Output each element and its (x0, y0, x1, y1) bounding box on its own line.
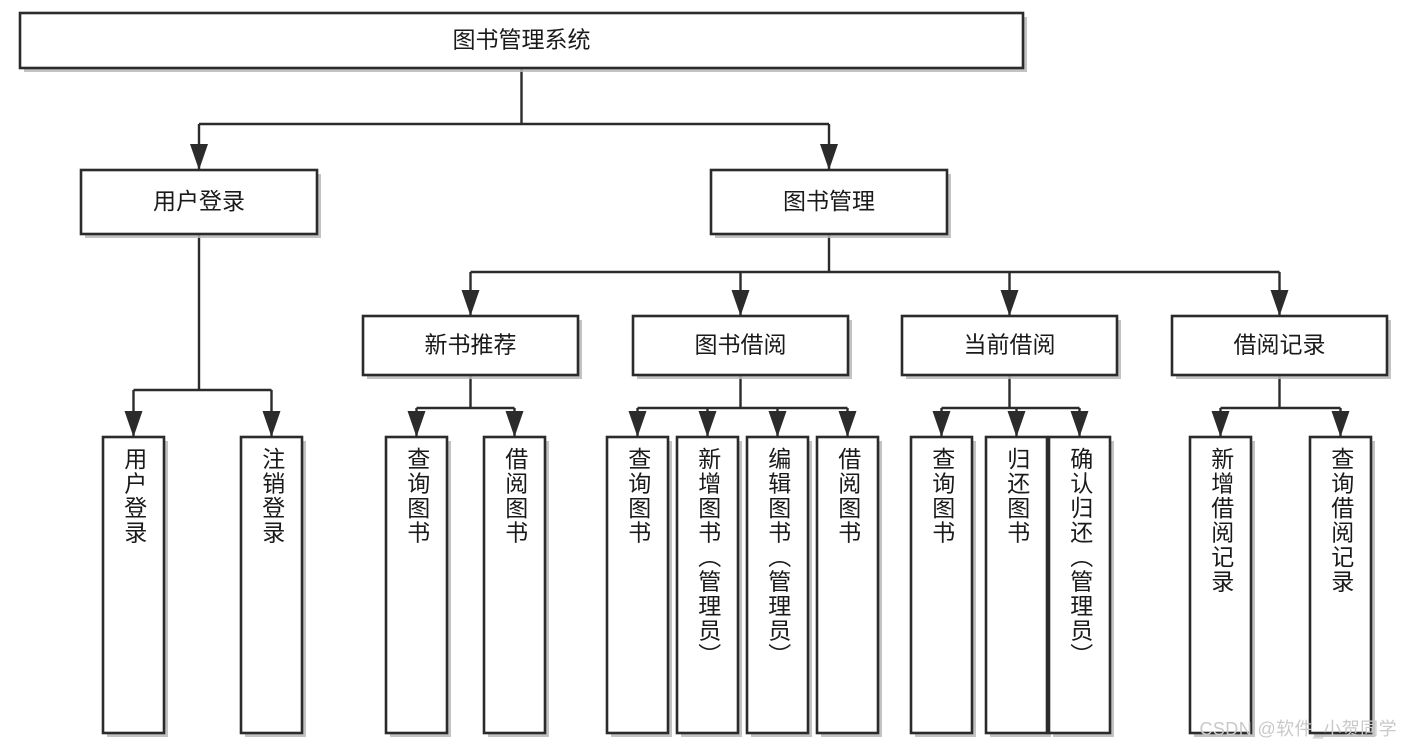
node-leaf-borrow-book-1[interactable] (482, 435, 547, 735)
node-leaf-confirm-return[interactable] (1047, 435, 1112, 735)
book-borrow-to-leaves-arrow-0 (628, 411, 647, 437)
node-label-book-management: 图书管理 (783, 188, 875, 214)
root-to-l2-arrow-0 (190, 144, 208, 170)
borrow-record-to-leaves-arrow-1 (1331, 411, 1350, 437)
bm-to-l3-arrow-1 (731, 290, 750, 316)
node-leaf-query-book-2[interactable] (605, 435, 670, 735)
current-borrow-to-leaves-arrow-1 (1007, 411, 1026, 437)
bm-to-l3-arrow-0 (461, 290, 480, 316)
node-leaf-query-record[interactable] (1308, 435, 1373, 735)
node-leaf-add-book[interactable] (675, 435, 740, 735)
bm-to-l3-arrow-2 (1000, 290, 1019, 316)
node-leaf-user-login[interactable] (101, 435, 166, 735)
node-label-user-login: 用户登录 (153, 188, 245, 214)
node-leaf-query-book-1[interactable] (384, 435, 449, 735)
nodes-layer (18, 11, 1391, 737)
node-current-borrow[interactable] (900, 314, 1119, 377)
node-user-login[interactable] (79, 168, 319, 236)
csdn-watermark: CSDN @软件_小贺同学 (1199, 719, 1397, 739)
node-label-current-borrow: 当前借阅 (964, 332, 1056, 358)
node-book-borrow[interactable] (631, 314, 850, 377)
bm-to-l3-arrow-3 (1270, 290, 1289, 316)
root-to-l2-arrow-1 (820, 144, 838, 170)
new-book-recommend-to-leaves-arrow-0 (407, 411, 426, 437)
borrow-record-to-leaves-arrow-0 (1211, 411, 1230, 437)
book-borrow-to-leaves-arrow-2 (768, 411, 787, 437)
book-borrow-to-leaves-arrow-1 (698, 411, 717, 437)
node-leaf-edit-book[interactable] (745, 435, 810, 735)
new-book-recommend-to-leaves-arrow-1 (505, 411, 524, 437)
current-borrow-to-leaves-arrow-0 (932, 411, 951, 437)
node-label-root: 图书管理系统 (453, 27, 591, 53)
node-leaf-logout-login[interactable] (239, 435, 304, 735)
node-borrow-record[interactable] (1170, 314, 1389, 377)
node-leaf-add-record[interactable] (1188, 435, 1253, 735)
current-borrow-to-leaves-arrow-2 (1070, 411, 1089, 437)
node-label-borrow-record: 借阅记录 (1234, 332, 1326, 358)
node-leaf-borrow-book-2[interactable] (815, 435, 880, 735)
edges-layer (124, 68, 1350, 437)
user-login-to-leaves-arrow-1 (262, 411, 281, 437)
user-login-to-leaves-arrow-0 (124, 411, 143, 437)
book-borrow-to-leaves-arrow-3 (838, 411, 857, 437)
node-new-book-recommend[interactable] (361, 314, 580, 377)
node-label-new-book-recommend: 新书推荐 (425, 332, 517, 358)
node-book-management[interactable] (709, 168, 949, 236)
node-leaf-query-book-3[interactable] (909, 435, 974, 735)
node-leaf-return-book[interactable] (984, 435, 1049, 735)
node-root-root[interactable] (18, 11, 1025, 70)
node-label-book-borrow: 图书借阅 (695, 332, 787, 358)
